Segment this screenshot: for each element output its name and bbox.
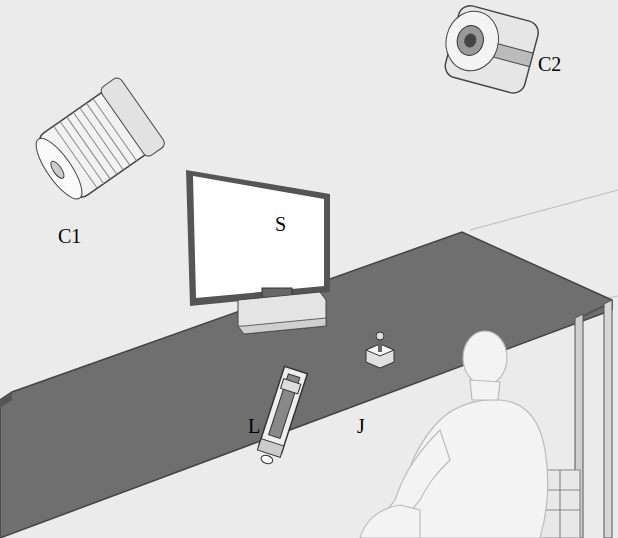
part-label: C1 <box>58 226 81 246</box>
joystick <box>366 332 394 368</box>
table-edge <box>0 392 12 408</box>
seated-person <box>360 331 580 538</box>
monitor-screen <box>193 176 324 298</box>
linear-slider <box>254 366 307 467</box>
part-label: C2 <box>538 54 561 74</box>
part-label: L <box>248 416 260 436</box>
monitor-base <box>238 318 326 334</box>
part-label: S <box>275 214 286 234</box>
camera-c2 <box>437 1 541 95</box>
table-rail <box>583 306 604 316</box>
camera-c1 <box>25 76 167 210</box>
monitor-base <box>238 292 326 334</box>
table-leg <box>604 300 612 538</box>
part-label: J <box>357 416 365 436</box>
wall-edge <box>470 190 618 230</box>
monitor-frame <box>186 170 330 306</box>
